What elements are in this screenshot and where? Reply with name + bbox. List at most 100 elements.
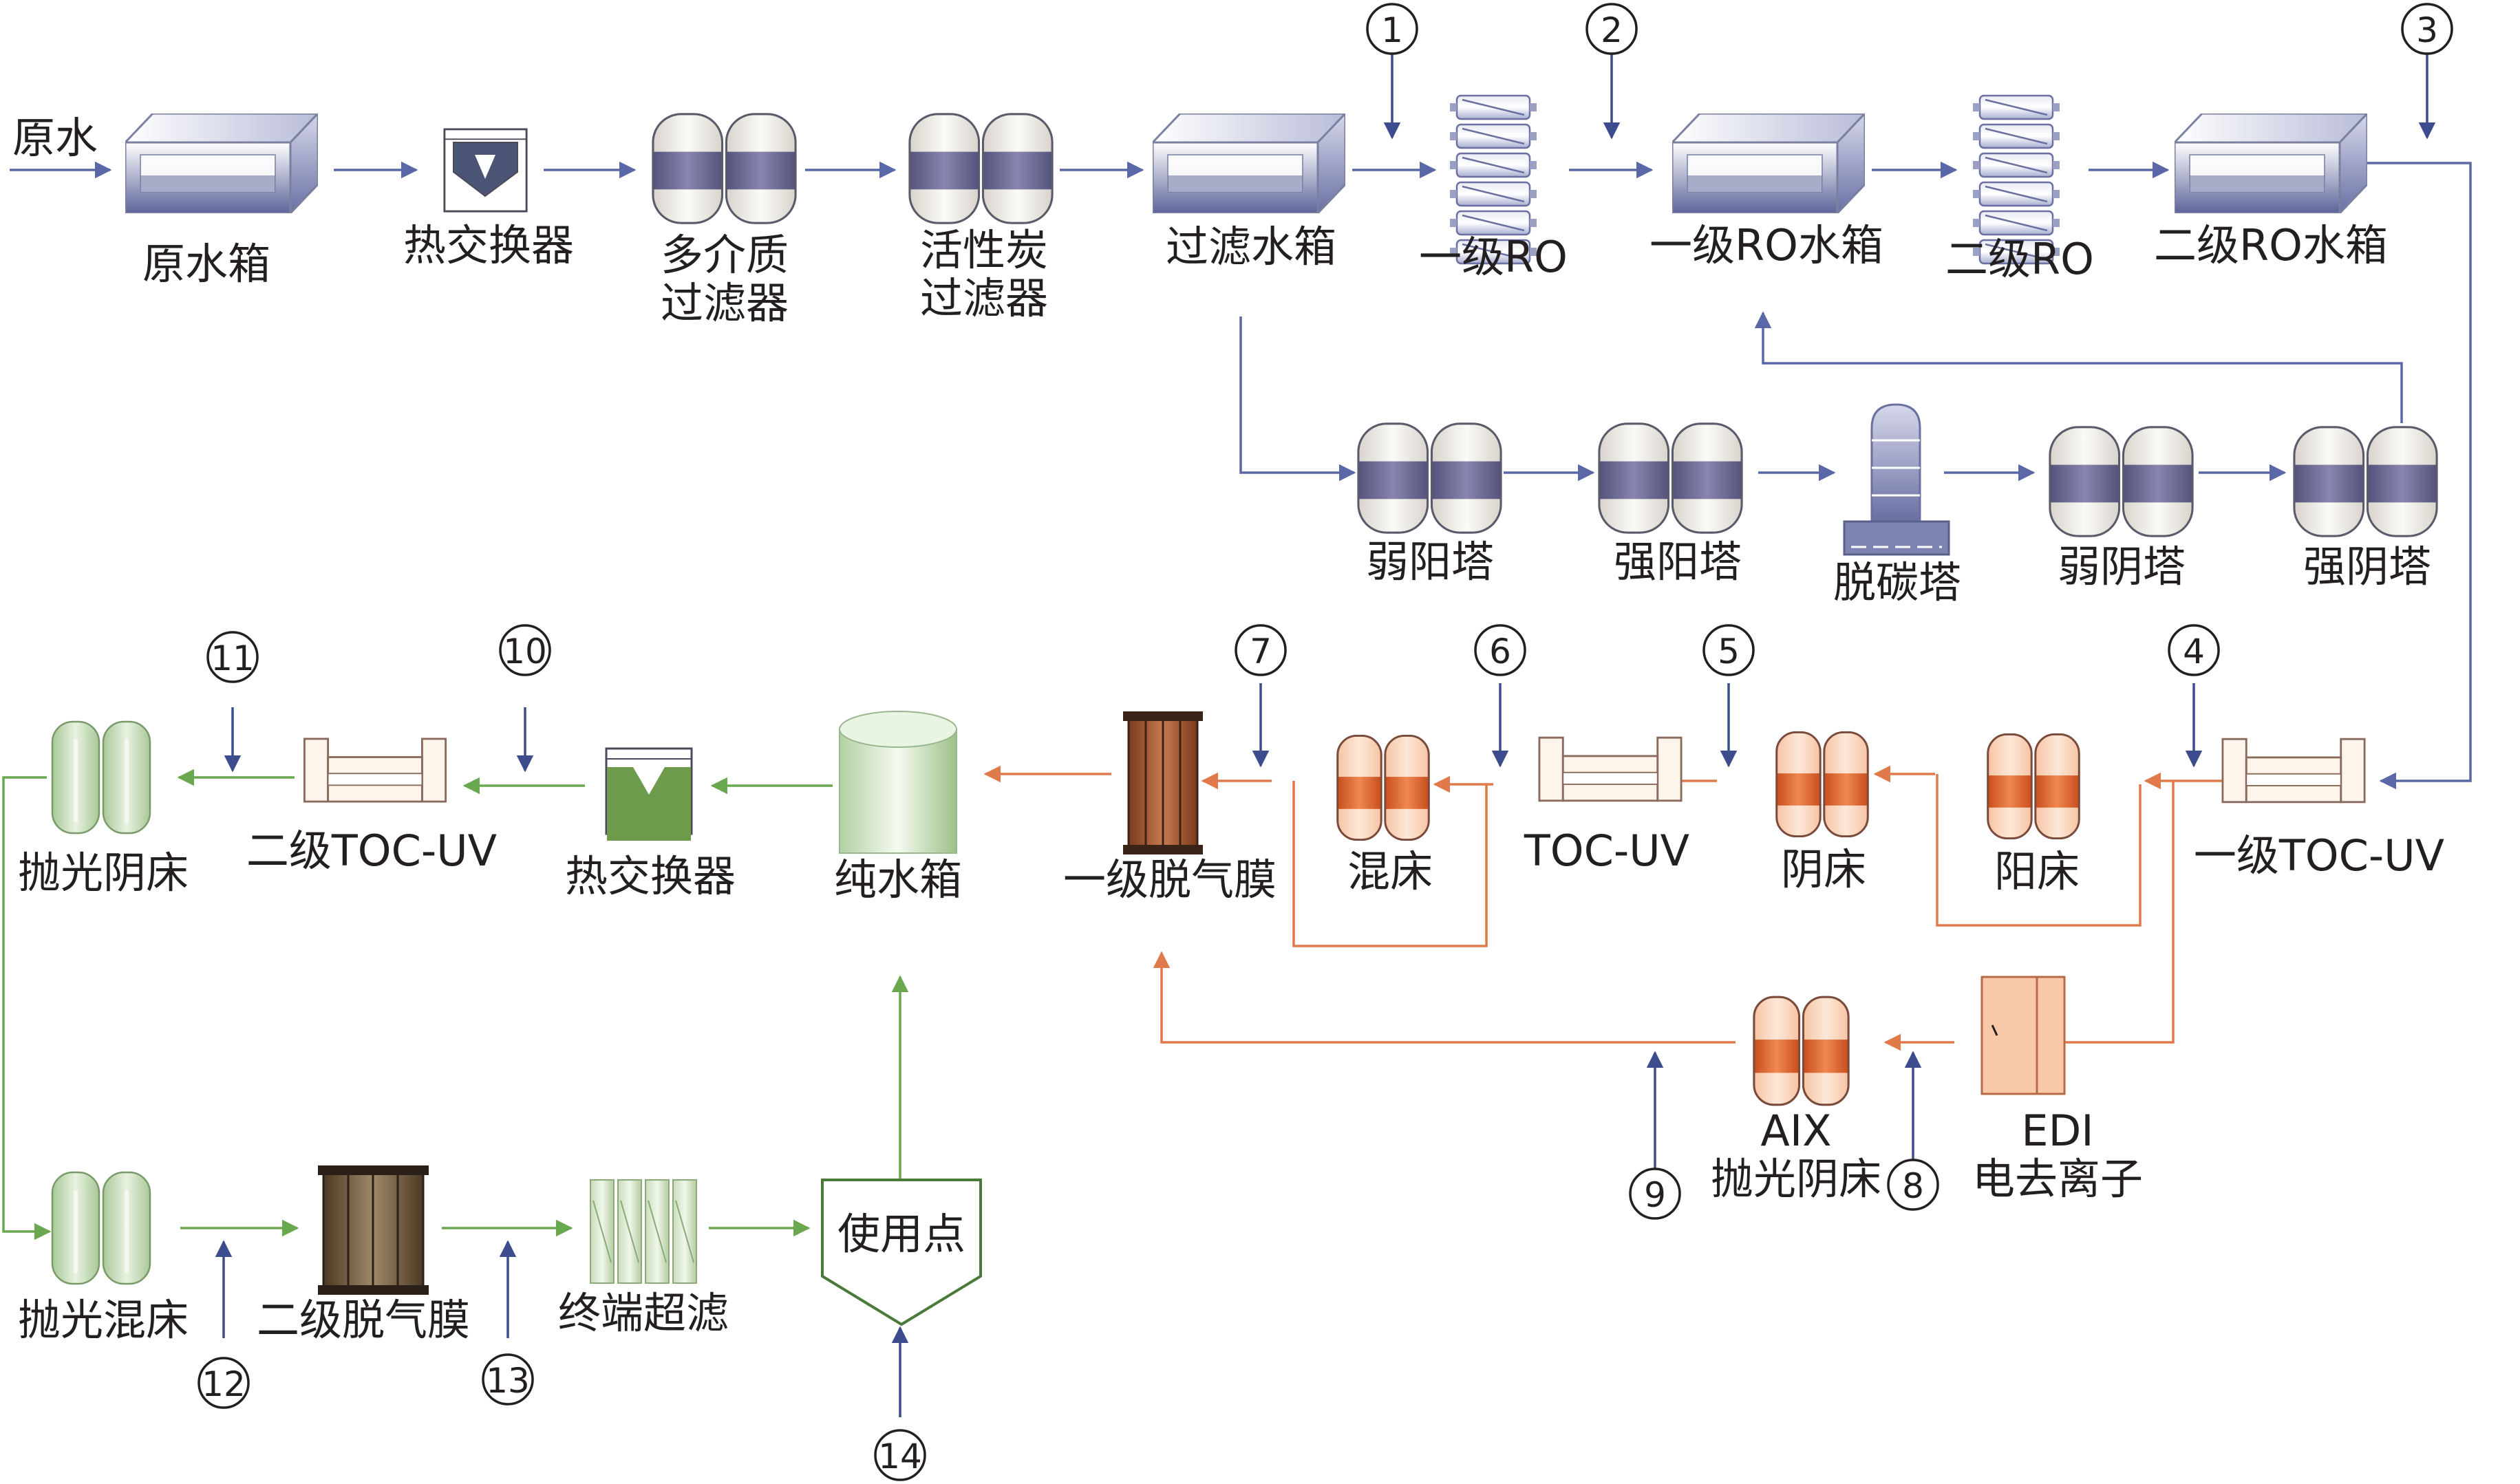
marker-10: 10 bbox=[499, 624, 551, 676]
marker-5: 5 bbox=[1702, 624, 1755, 676]
marker-1: 1 bbox=[1366, 3, 1418, 55]
svg-text:3: 3 bbox=[2416, 10, 2438, 50]
flow-lines bbox=[2, 54, 2472, 1417]
carbon-filter-label-1: 活性炭 bbox=[920, 225, 1048, 275]
flow-ro2-tank-to-toc-uv1 bbox=[2367, 162, 2472, 790]
use-point-box bbox=[821, 1179, 982, 1326]
ro1-tank-icon bbox=[1672, 114, 1865, 213]
polish-mixed-label: 抛光混床 bbox=[18, 1295, 189, 1345]
final-uf-label: 终端超滤 bbox=[558, 1288, 729, 1338]
flow-filtered-to-weak-cation bbox=[1239, 316, 1356, 482]
raw-water-tank-icon bbox=[125, 114, 318, 213]
marker-6: 6 bbox=[1474, 624, 1526, 676]
toc-uv1-icon bbox=[2221, 738, 2366, 804]
edi-label-1: EDI bbox=[2021, 1106, 2093, 1156]
marker-7: 7 bbox=[1235, 624, 1287, 676]
anion-bed-label: 阴床 bbox=[1781, 844, 1866, 894]
marker-14: 14 bbox=[874, 1429, 926, 1481]
use-point-label: 使用点 bbox=[837, 1209, 965, 1259]
svg-text:5: 5 bbox=[1718, 632, 1740, 671]
multimedia-filter-label-1: 多介质 bbox=[661, 230, 789, 280]
marker-4: 4 bbox=[2168, 624, 2220, 676]
filtered-water-tank-label: 过滤水箱 bbox=[1166, 222, 1336, 272]
svg-text:6: 6 bbox=[1489, 632, 1511, 671]
svg-text:4: 4 bbox=[2183, 632, 2205, 671]
mixed-bed-icon bbox=[1336, 734, 1430, 841]
marker-2: 2 bbox=[1585, 3, 1638, 55]
svg-text:10: 10 bbox=[503, 632, 547, 671]
edi-icon bbox=[1980, 976, 2066, 1095]
flow-strong-anion-to-ro1-tank bbox=[1754, 311, 2403, 423]
toc-uv-icon bbox=[1538, 736, 1683, 802]
decarbonator-icon bbox=[1843, 403, 1950, 556]
marker-9: 9 bbox=[1629, 1168, 1681, 1220]
cation-bed-label: 阳床 bbox=[1994, 846, 2080, 896]
labels: 原水 原水箱 热交换器 多介质 过滤器 活性炭 过滤器 过滤水箱 一级RO 一级… bbox=[12, 113, 2444, 1345]
ro1-tank-label: 一级RO水箱 bbox=[1649, 220, 1883, 270]
toc-uv-label: TOC-UV bbox=[1524, 826, 1689, 876]
polish-anion-icon bbox=[52, 722, 150, 833]
weak-cation-icon bbox=[1357, 422, 1502, 534]
bypass-loop-mixed-bed bbox=[1292, 781, 1488, 947]
carbon-filter-label-2: 过滤器 bbox=[920, 273, 1048, 323]
heat-exchanger-2-icon bbox=[605, 747, 693, 841]
heat-exchanger-1-label: 热交换器 bbox=[403, 220, 574, 270]
toc-uv2-label: 二级TOC-UV bbox=[246, 826, 497, 876]
marker-13: 13 bbox=[482, 1353, 534, 1406]
toc-uv1-label: 一级TOC-UV bbox=[2194, 830, 2444, 881]
strong-anion-icon bbox=[2293, 426, 2438, 537]
pure-water-tank-label: 纯水箱 bbox=[834, 854, 962, 905]
svg-text:11: 11 bbox=[211, 638, 255, 678]
svg-text:7: 7 bbox=[1250, 632, 1272, 671]
marker-12: 12 bbox=[197, 1357, 250, 1409]
polish-mixed-icon bbox=[52, 1172, 150, 1284]
heat-exchanger-1-icon bbox=[443, 128, 528, 213]
raw-water-tank-label: 原水箱 bbox=[142, 239, 270, 289]
bypass-loop-cation-anion bbox=[1936, 774, 2142, 927]
marker-3: 3 bbox=[2401, 3, 2453, 55]
strong-cation-label: 强阳塔 bbox=[1614, 537, 1742, 587]
svg-text:14: 14 bbox=[878, 1437, 922, 1476]
strong-anion-label: 强阴塔 bbox=[2303, 541, 2431, 592]
carbon-filter-icon bbox=[908, 113, 1054, 224]
final-uf-icon bbox=[590, 1179, 697, 1284]
svg-text:12: 12 bbox=[202, 1364, 246, 1404]
polish-anion-label: 抛光阴床 bbox=[18, 848, 189, 898]
marker-11: 11 bbox=[206, 631, 259, 683]
aix-label-2: 抛光阴床 bbox=[1711, 1154, 1881, 1204]
degas1-icon bbox=[1123, 711, 1203, 854]
multimedia-filter-label-2: 过滤器 bbox=[661, 278, 789, 328]
flow-to-edi bbox=[2064, 781, 2175, 1044]
flow-polish-anion-to-polish-mixed bbox=[2, 776, 52, 1240]
raw-water-label: 原水 bbox=[12, 113, 98, 163]
marker-8: 8 bbox=[1887, 1159, 1939, 1211]
aix-polish-anion-icon bbox=[1753, 996, 1850, 1106]
weak-cation-label: 弱阳塔 bbox=[1366, 537, 1494, 587]
decarbonator-label: 脱碳塔 bbox=[1833, 557, 1961, 607]
heat-exchanger-2-label: 热交换器 bbox=[565, 851, 736, 901]
degas2-label: 二级脱气膜 bbox=[257, 1295, 470, 1345]
weak-anion-icon bbox=[2049, 426, 2194, 537]
anion-bed-icon bbox=[1775, 731, 1869, 838]
edi-label-2: 电去离子 bbox=[1972, 1154, 2143, 1204]
svg-text:8: 8 bbox=[1902, 1166, 1924, 1206]
mixed-bed-label: 混床 bbox=[1347, 846, 1433, 896]
multimedia-filter-icon bbox=[652, 113, 797, 224]
weak-anion-label: 弱阴塔 bbox=[2058, 541, 2186, 592]
filtered-water-tank-icon bbox=[1153, 114, 1345, 213]
flow-aix-to-degas1 bbox=[1153, 951, 1736, 1044]
svg-text:9: 9 bbox=[1644, 1175, 1666, 1215]
svg-text:2: 2 bbox=[1601, 10, 1623, 50]
degas1-label: 一级脱气膜 bbox=[1063, 854, 1277, 905]
strong-cation-icon bbox=[1598, 422, 1743, 534]
ro2-label: 二级RO bbox=[1945, 234, 2094, 284]
ro2-tank-label: 二级RO水箱 bbox=[2154, 220, 2388, 270]
toc-uv2-icon bbox=[303, 738, 447, 803]
number-markers: 1 2 3 4 5 6 7 8 9 10 11 12 13 14 bbox=[197, 3, 2453, 1481]
cation-bed-icon bbox=[1987, 733, 2080, 840]
pure-water-tank-icon bbox=[839, 711, 957, 854]
ro1-label: 一级RO bbox=[1419, 232, 1568, 282]
ro2-tank-icon bbox=[2175, 114, 2367, 213]
svg-text:1: 1 bbox=[1381, 10, 1403, 50]
